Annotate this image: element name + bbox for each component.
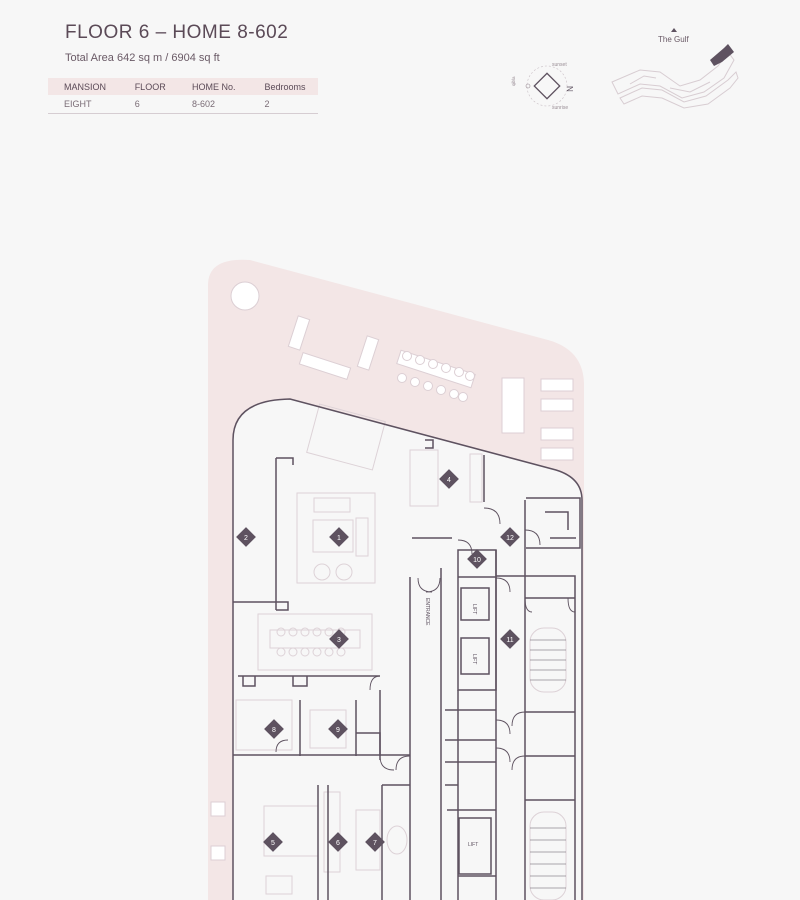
- the-gulf-label: The Gulf: [658, 35, 689, 44]
- compass-north-label: N: [565, 86, 574, 92]
- value-mansion: EIGHT: [48, 95, 119, 114]
- value-floor: 6: [118, 95, 176, 114]
- room-marker-label: 6: [336, 840, 340, 847]
- room-marker-3: 3: [329, 629, 349, 649]
- stairs-icon: [530, 639, 566, 889]
- room-marker-label: 2: [244, 535, 248, 542]
- value-bedrooms: 2: [248, 95, 318, 114]
- apartment-interior: [233, 399, 582, 900]
- room-marker-11: 11: [500, 629, 520, 649]
- room-marker-8: 8: [264, 719, 284, 739]
- lift-label-2: LIFT: [471, 654, 477, 664]
- specs-table: MANSION FLOOR HOME No. Bedrooms EIGHT 6 …: [48, 78, 318, 114]
- door-swings: [275, 507, 576, 771]
- header-floor: FLOOR: [118, 78, 176, 95]
- key-plan: The Gulf: [611, 28, 739, 109]
- room-marker-label: 1: [337, 535, 341, 542]
- lift-label-3: LIFT: [468, 842, 478, 848]
- lift-label-1: LIFT: [471, 604, 477, 614]
- value-home-no: 8-602: [175, 95, 249, 114]
- room-marker-10: 10: [467, 549, 487, 569]
- compass-qibla-label: qibla: [511, 76, 516, 86]
- room-marker-label: 4: [447, 477, 451, 484]
- room-marker-label: 12: [506, 535, 514, 542]
- terrace-chairs: [397, 351, 475, 402]
- room-marker-12: 12: [500, 527, 520, 547]
- header-bedrooms: Bedrooms: [248, 78, 318, 95]
- room-marker-6: 6: [328, 832, 348, 852]
- room-marker-1: 1: [329, 527, 349, 547]
- specs-header-row: MANSION FLOOR HOME No. Bedrooms: [48, 78, 318, 95]
- total-area: Total Area 642 sq m / 6904 sq ft: [65, 52, 220, 64]
- room-marker-4: 4: [439, 469, 459, 489]
- header-home-no: HOME No.: [175, 78, 249, 95]
- specs-value-row: EIGHT 6 8-602 2: [48, 95, 318, 114]
- header-mansion: MANSION: [48, 78, 119, 95]
- compass-sunset-label: sunset: [552, 62, 567, 68]
- room-marker-label: 5: [271, 840, 275, 847]
- room-marker-label: 11: [506, 637, 513, 644]
- room-marker-label: 9: [336, 727, 340, 734]
- walls: [232, 398, 583, 900]
- highlighted-home-marker: [710, 44, 734, 66]
- compass-sunrise-label: sunrise: [552, 105, 568, 111]
- north-arrow-icon: [671, 28, 677, 32]
- page-title: FLOOR 6 – HOME 8-602: [65, 22, 289, 43]
- room-marker-9: 9: [328, 719, 348, 739]
- room-marker-label: 10: [473, 557, 481, 564]
- entrance-label: ENTRANCE: [424, 598, 430, 626]
- room-marker-label: 7: [373, 840, 377, 847]
- room-marker-label: 3: [337, 637, 341, 644]
- room-marker-label: 8: [272, 727, 276, 734]
- room-marker-7: 7: [365, 832, 385, 852]
- compass-icon: N sunset sunrise qibla: [511, 62, 574, 111]
- room-marker-5: 5: [263, 832, 283, 852]
